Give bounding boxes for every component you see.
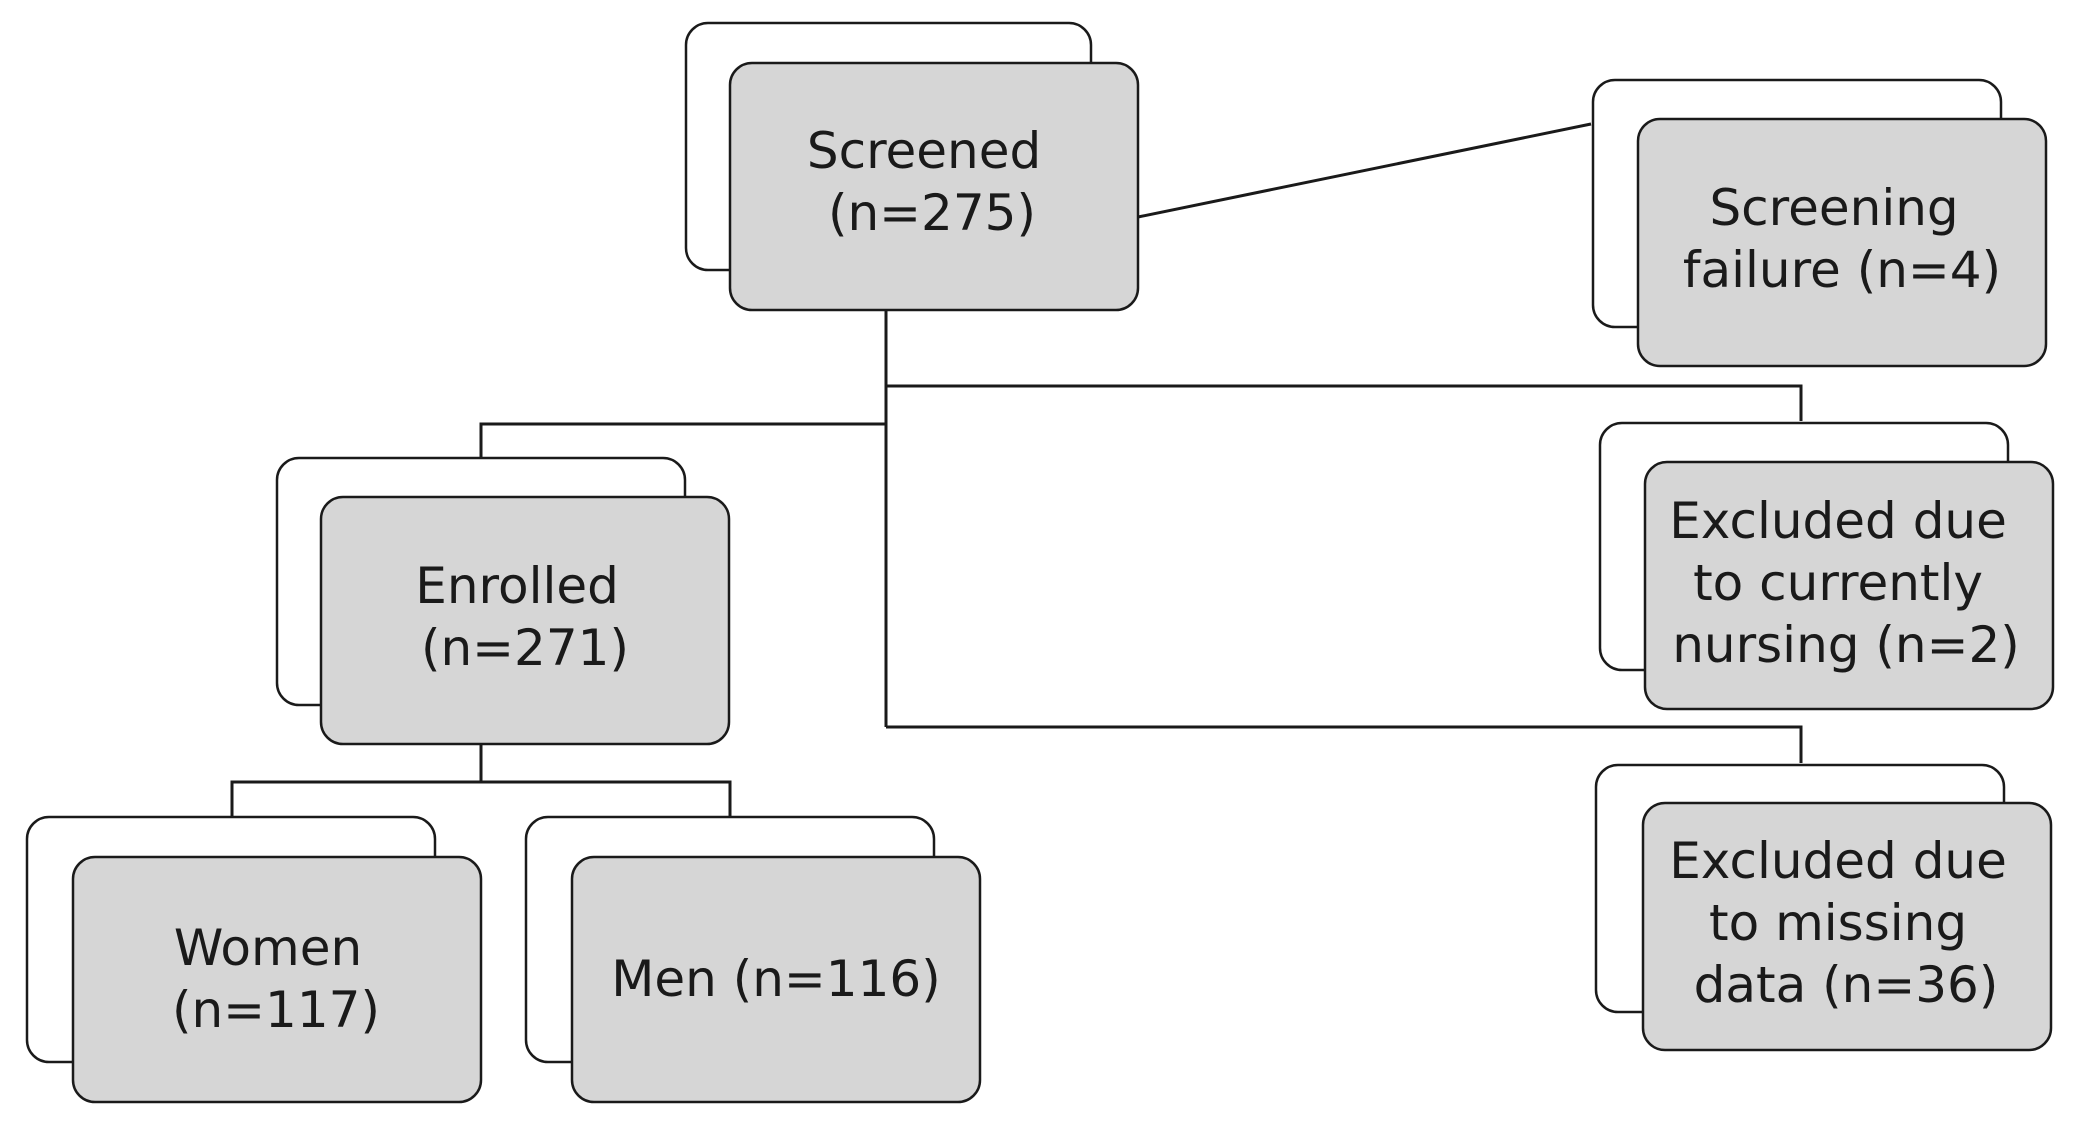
connector-screened-to-failure — [1137, 122, 1592, 219]
node-box — [728, 61, 1140, 312]
node-box — [1636, 117, 2048, 368]
node-screening-failure: Screening failure (n=4) — [1591, 78, 2048, 368]
connector-screened-to-nursing — [886, 384, 1803, 421]
node-label: Screening failure (n=4) — [1683, 179, 2001, 299]
connector-screened-to-missing — [886, 725, 1803, 763]
connector-enrolled-split — [230, 780, 732, 817]
node-box — [1641, 801, 2053, 1052]
node-label: Women (n=117) — [172, 919, 380, 1039]
node-label: Screened (n=275) — [807, 122, 1057, 242]
node-label-line: Women — [174, 919, 362, 977]
node-box — [71, 855, 483, 1104]
node-label-line: failure (n=4) — [1683, 241, 2001, 299]
node-label: Excluded due to currently nursing (n=2) — [1669, 492, 2023, 674]
connector-screened-to-enrolled — [479, 422, 886, 458]
node-label: Excluded due to missing data (n=36) — [1669, 832, 2023, 1014]
node-label-line: Screened — [807, 122, 1041, 180]
node-label-line: data (n=36) — [1694, 956, 1999, 1014]
node-label-line: nursing (n=2) — [1672, 616, 2020, 674]
node-label-line: Excluded due — [1669, 492, 2007, 550]
node-label-line: (n=271) — [421, 619, 629, 677]
node-excluded-missing: Excluded due to missing data (n=36) — [1594, 763, 2053, 1052]
node-label-line: to currently — [1693, 554, 1983, 612]
node-label-line: Excluded due — [1669, 832, 2007, 890]
node-label-line: Men (n=116) — [611, 950, 941, 1008]
node-box — [1643, 460, 2055, 711]
node-men: Men (n=116) — [524, 815, 982, 1104]
node-label-line: Enrolled — [415, 557, 619, 615]
node-label-line: (n=117) — [172, 981, 380, 1039]
node-label: Men (n=116) — [611, 950, 941, 1008]
node-label-line: (n=275) — [828, 184, 1036, 242]
node-label-line: to missing — [1709, 894, 1967, 952]
node-label-line: Screening — [1709, 179, 1958, 237]
node-screened: Screened (n=275) — [684, 21, 1140, 312]
node-excluded-nursing: Excluded due to currently nursing (n=2) — [1598, 421, 2055, 711]
node-women: Women (n=117) — [25, 815, 483, 1104]
node-label: Enrolled (n=271) — [415, 557, 635, 677]
node-enrolled: Enrolled (n=271) — [275, 456, 731, 746]
node-box — [319, 495, 731, 746]
node-box — [570, 855, 982, 1104]
